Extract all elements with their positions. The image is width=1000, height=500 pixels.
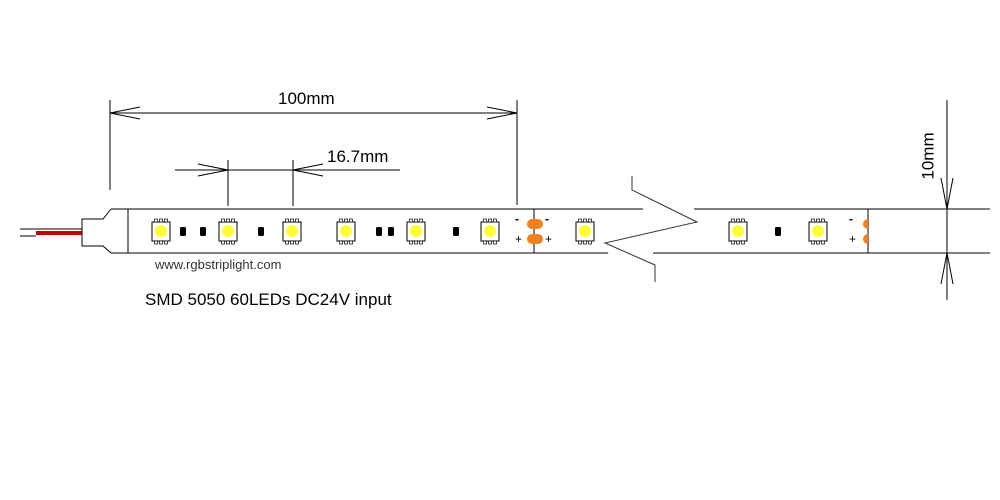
solder-pad (863, 234, 868, 244)
resistor (453, 227, 459, 236)
plus-label: + (515, 232, 523, 246)
minus-label: - (545, 212, 549, 226)
led-emitter (340, 225, 352, 237)
minus-label: - (849, 212, 853, 226)
resistor (180, 227, 186, 236)
dimension-label-100mm: 100mm (278, 89, 335, 108)
connector (81, 208, 112, 254)
dimension-16-7mm (175, 160, 400, 206)
dimension-label-16-7mm: 16.7mm (327, 147, 389, 166)
led-emitter (579, 225, 591, 237)
resistor (775, 227, 781, 236)
led-emitter (410, 225, 422, 237)
minus-label: - (515, 212, 519, 226)
solder-pad (863, 219, 868, 229)
wire-lead (20, 228, 82, 237)
led-emitter (286, 225, 298, 237)
solder-pad (527, 219, 543, 229)
led-emitter (812, 225, 824, 237)
strip-left-segment (111, 208, 643, 254)
resistor (388, 227, 394, 236)
plus-label: + (545, 232, 553, 246)
website-label: www.rgbstriplight.com (155, 257, 282, 272)
led-emitter (732, 225, 744, 237)
resistor (376, 227, 382, 236)
led-emitter (155, 225, 167, 237)
solder-pad (527, 234, 543, 244)
resistor (258, 227, 264, 236)
break-symbol (603, 176, 699, 282)
dimension-100mm (109, 100, 518, 205)
plus-label: + (849, 232, 857, 246)
dimension-10mm (940, 100, 954, 300)
dimension-label-10mm: 10mm (918, 132, 938, 180)
led-emitter (484, 225, 496, 237)
led-emitter (222, 225, 234, 237)
resistor (200, 227, 206, 236)
strip-right-segment (653, 208, 990, 254)
caption: SMD 5050 60LEDs DC24V input (145, 290, 392, 309)
